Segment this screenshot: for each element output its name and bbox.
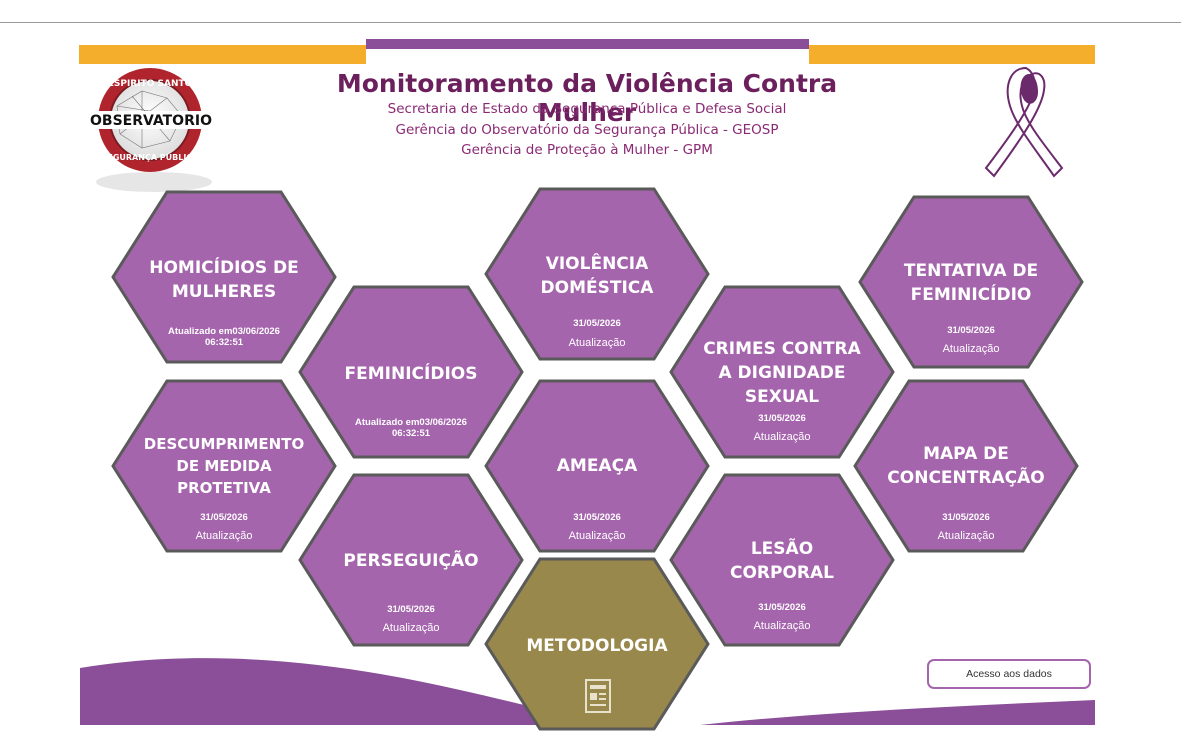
svg-text:OBSERVATORIO: OBSERVATORIO: [90, 113, 212, 129]
bottom-wave-decoration: [80, 658, 1095, 725]
subtitle-geosp: Gerência do Observatório da Segurança Pú…: [395, 122, 779, 138]
tile-ameaca-title: AMEAÇA: [556, 456, 638, 476]
tile-lesao-corporal-label: Atualização: [753, 620, 811, 632]
subtitle-secretaria: Secretaria de Estado da Segurança Públic…: [387, 101, 787, 117]
observatorio-logo: OBSERVATORIO ESPIRITO SANTO SEGURANÇA PÚ…: [90, 68, 212, 192]
tile-lesao-corporal-date: 31/05/2026: [758, 602, 806, 613]
tile-perseguicao-date: 31/05/2026: [387, 604, 435, 615]
tile-perseguicao[interactable]: PERSEGUIÇÃO 31/05/2026 Atualização: [298, 473, 524, 647]
tile-metodologia[interactable]: METODOLOGIA: [484, 557, 710, 731]
page-title: Monitoramento da Violência Contra Mulher: [336, 69, 838, 127]
svg-text:ESPIRITO SANTO: ESPIRITO SANTO: [108, 79, 193, 89]
orange-bar-right: [809, 45, 1095, 64]
tile-mapa-concentracao-date: 31/05/2026: [942, 512, 990, 523]
tile-metodologia-title: METODOLOGIA: [526, 636, 668, 656]
tile-mapa-concentracao-label: Atualização: [937, 530, 995, 542]
tile-crimes-dignidade-label: Atualização: [753, 431, 811, 443]
purple-bar-center: [366, 39, 809, 49]
tile-ameaca-date: 31/05/2026: [573, 512, 621, 523]
tile-feminicidios[interactable]: FEMINICÍDIOS Atualizado em03/06/2026 06:…: [298, 285, 524, 459]
tile-perseguicao-title: PERSEGUIÇÃO: [343, 551, 479, 571]
tile-feminicidios-title: FEMINICÍDIOS: [344, 364, 478, 384]
tile-feminicidios-date: Atualizado em03/06/2026 06:32:51: [355, 417, 467, 439]
acesso-dados-button[interactable]: Acesso aos dados: [927, 659, 1091, 689]
orange-bar-left: [79, 45, 366, 64]
subtitle-gpm: Gerência de Proteção à Mulher - GPM: [461, 142, 713, 158]
tile-violencia-domestica-label: Atualização: [568, 337, 626, 349]
ribbon-icon: [984, 66, 1064, 178]
tile-descumprimento-label: Atualização: [195, 530, 253, 542]
top-divider: [0, 22, 1181, 23]
tile-tentativa-feminicidio-date: 31/05/2026: [947, 325, 995, 336]
document-icon: [585, 679, 611, 713]
tile-ameaca[interactable]: AMEAÇA 31/05/2026 Atualização: [484, 379, 710, 553]
tile-perseguicao-label: Atualização: [382, 622, 440, 634]
tile-homicidios-date: Atualizado em03/06/2026 06:32:51: [168, 326, 280, 348]
tile-descumprimento-date: 31/05/2026: [200, 512, 248, 523]
tile-crimes-dignidade-date: 31/05/2026: [758, 413, 806, 424]
tile-ameaca-label: Atualização: [568, 530, 626, 542]
tile-violencia-domestica-date: 31/05/2026: [573, 318, 621, 329]
tile-tentativa-feminicidio-label: Atualização: [942, 343, 1000, 355]
svg-text:SEGURANÇA PÚBLICA: SEGURANÇA PÚBLICA: [102, 151, 200, 162]
